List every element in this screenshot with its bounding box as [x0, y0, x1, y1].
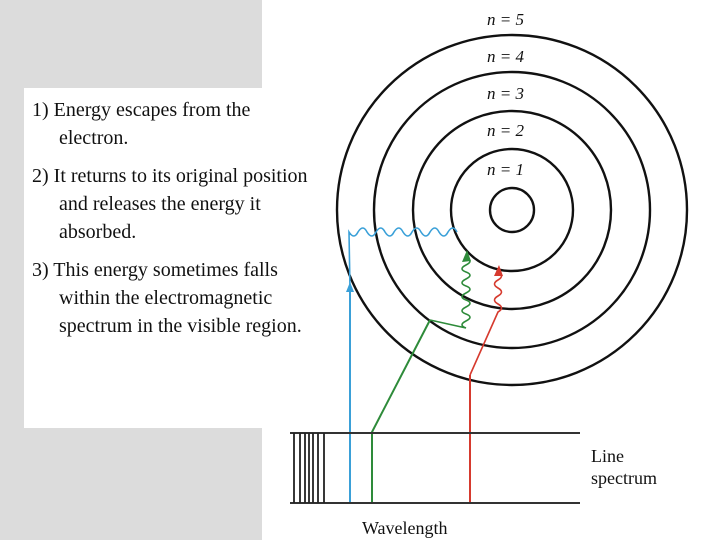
- blue-photon-wave: [349, 228, 457, 290]
- red-photon-wave: [470, 272, 502, 375]
- orbit-label-n3: n = 3: [487, 84, 524, 103]
- orbit-n1: [490, 188, 534, 232]
- green-photon-wave: [430, 258, 470, 328]
- wavelength-axis-label: Wavelength: [362, 518, 448, 538]
- spectrum-label-line1: Line: [591, 446, 624, 466]
- orbit-n4: [374, 72, 650, 348]
- line-spectrum: [290, 433, 580, 503]
- spectrum-label-line2: spectrum: [591, 468, 657, 488]
- orbit-label-n4: n = 4: [487, 47, 524, 66]
- orbit-label-n1: n = 1: [487, 160, 524, 179]
- orbit-n3: [413, 111, 611, 309]
- orbit-label-n2: n = 2: [487, 121, 524, 140]
- green-emission-line: [372, 320, 430, 503]
- green-arrowhead: [462, 250, 471, 262]
- orbit-label-n5: n = 5: [487, 10, 524, 29]
